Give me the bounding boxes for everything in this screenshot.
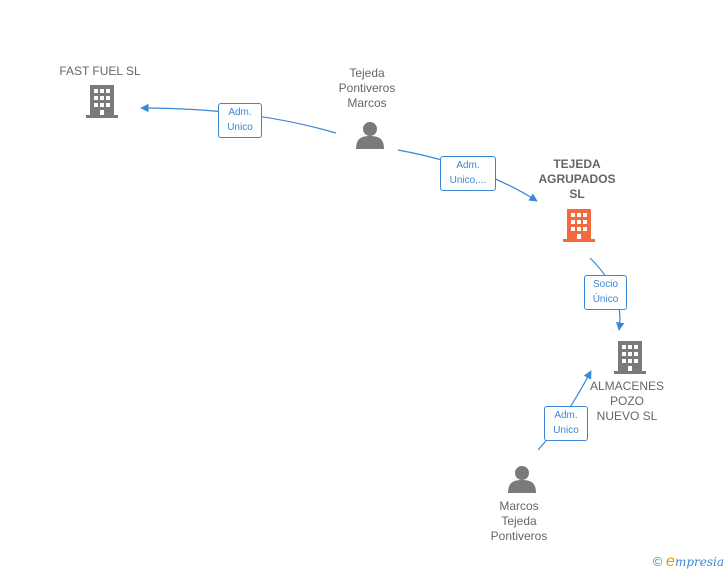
edge-label-line: Adm. xyxy=(554,410,578,421)
edge-label-line: Único xyxy=(592,294,619,305)
brand-footer[interactable]: © empresia xyxy=(653,553,724,571)
node-label-line: AGRUPADOS xyxy=(538,172,616,186)
building-icon[interactable] xyxy=(563,209,595,242)
edge-label-adm-unico-more[interactable]: Adm. Unico,... xyxy=(440,156,496,191)
person-icon[interactable] xyxy=(508,466,536,493)
edge-label-line: Socio xyxy=(592,279,618,290)
person-icon[interactable] xyxy=(356,122,384,149)
edge-label-adm-unico[interactable]: Adm. Unico xyxy=(544,406,588,441)
edge-label-line: Unico xyxy=(227,122,253,133)
building-icon[interactable] xyxy=(614,341,646,374)
edge-label-adm-unico[interactable]: Adm. Unico xyxy=(218,103,262,138)
node-label-line: NUEVO SL xyxy=(596,409,658,423)
node-label-line: Pontiveros xyxy=(338,81,396,95)
node-label-line: SL xyxy=(569,187,585,201)
node-label-line: Marcos xyxy=(499,499,539,513)
edge-label-line: Unico xyxy=(553,425,579,436)
edge-label-line: Adm. xyxy=(456,160,480,171)
building-icon[interactable] xyxy=(86,85,118,118)
node-label-line: ALMACENES xyxy=(589,379,665,393)
node-label-tejeda-agrupados[interactable]: TEJEDA AGRUPADOS SL xyxy=(527,157,627,202)
copyright-symbol: © xyxy=(652,554,663,569)
node-label-fast-fuel[interactable]: FAST FUEL SL xyxy=(40,64,160,79)
node-label-line: Tejeda xyxy=(501,514,537,528)
node-label-line: Marcos xyxy=(347,96,387,110)
edge-label-socio-unico[interactable]: Socio Único xyxy=(584,275,627,310)
node-label-line: TEJEDA xyxy=(553,157,601,171)
brand-logo-text: mpresia xyxy=(674,555,724,569)
node-label-almacenes[interactable]: ALMACENES POZO NUEVO SL xyxy=(577,379,677,424)
edge-label-line: Unico,... xyxy=(449,175,487,186)
node-label-line: Tejeda xyxy=(349,66,385,80)
brand-logo-initial: e xyxy=(666,553,675,570)
node-label-marcos-person[interactable]: Marcos Tejeda Pontiveros xyxy=(469,499,569,544)
node-label-line: POZO xyxy=(609,394,644,408)
node-label-tejeda-person[interactable]: Tejeda Pontiveros Marcos xyxy=(312,66,422,111)
node-label-line: Pontiveros xyxy=(490,529,548,543)
node-label-line: FAST FUEL SL xyxy=(59,64,141,78)
edge-label-line: Adm. xyxy=(228,107,252,118)
